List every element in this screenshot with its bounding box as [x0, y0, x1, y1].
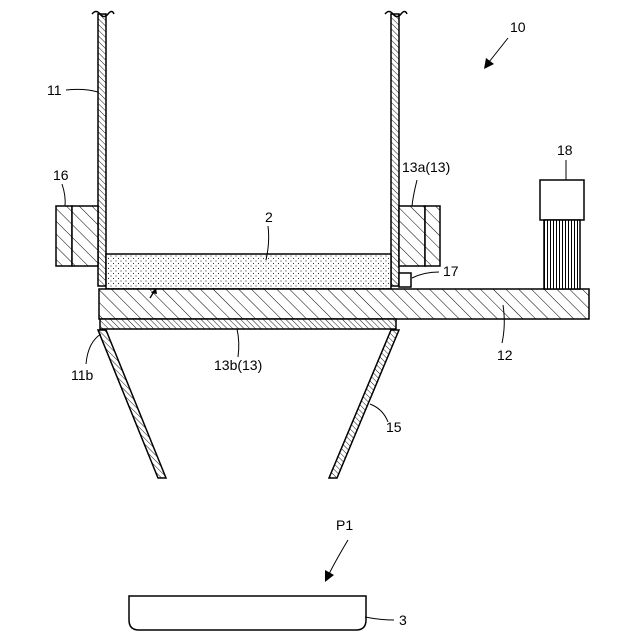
leader-11: [66, 89, 98, 92]
leader-3: [365, 617, 394, 620]
tube-right-wall: [391, 14, 399, 286]
heater-13b: [100, 319, 396, 329]
arrow-10-icon: [484, 38, 508, 69]
leader-16: [62, 184, 65, 206]
tray-3: [129, 596, 366, 630]
funnel-15: [98, 330, 399, 478]
ring-16: [56, 206, 98, 266]
label-p1: P1: [336, 517, 353, 533]
label-2: 2: [265, 209, 273, 225]
label-13a: 13a(13): [402, 159, 450, 175]
label-11: 11: [47, 82, 62, 98]
label-17: 17: [443, 263, 459, 279]
leader-13b: [237, 329, 239, 357]
arrow-p1-icon: [325, 540, 348, 582]
funnel-right-wall: [329, 330, 399, 478]
powder-layer: [106, 254, 391, 289]
label-12: 12: [497, 347, 513, 363]
tube-walls: [92, 12, 407, 287]
leader-13a: [412, 180, 417, 206]
plate-12: [99, 289, 589, 319]
heater-right-outer: [425, 206, 440, 266]
heater-13a: [399, 206, 440, 266]
heater-right-inner: [399, 206, 425, 266]
sensor-17: [399, 273, 411, 287]
funnel-left-wall: [98, 330, 166, 478]
ring-left-outer: [56, 206, 72, 266]
label-10: 10: [510, 19, 526, 35]
label-11b: 11b: [71, 367, 94, 383]
actuator-rods: [544, 220, 580, 289]
leader-11b: [86, 334, 101, 364]
actuator-body: [540, 180, 584, 220]
label-3: 3: [399, 612, 407, 628]
label-13b: 13b(13): [214, 357, 262, 373]
label-16: 16: [53, 167, 69, 183]
leader-lines: [62, 89, 566, 620]
leader-17: [412, 272, 439, 278]
tube-left-wall: [98, 14, 106, 286]
actuator-18: [540, 180, 584, 289]
label-18: 18: [557, 142, 573, 158]
ring-left-inner: [72, 206, 98, 266]
label-15: 15: [386, 419, 402, 435]
